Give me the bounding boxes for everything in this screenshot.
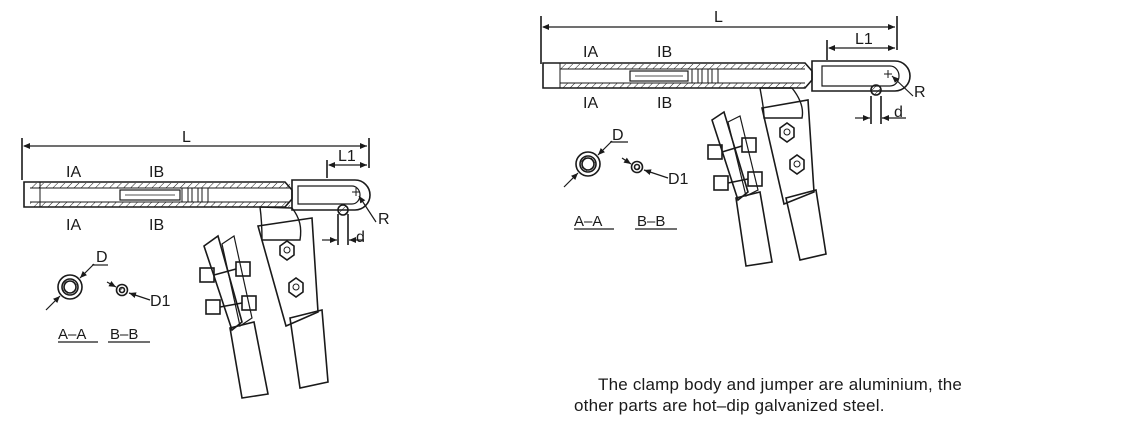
left-section-AA [45, 263, 108, 311]
right-caption-AA: A–A [574, 213, 602, 230]
right-label-R: R [914, 84, 926, 101]
left-label-D: D [96, 249, 108, 266]
material-note: The clamp body and jumper are aluminium,… [574, 374, 1094, 416]
left-clevis-eye [291, 179, 371, 216]
right-radius-leader [891, 75, 914, 97]
right-label-L1: L1 [855, 31, 873, 48]
right-dimension-L [540, 16, 898, 64]
right-label-section-B-top: IB [657, 44, 672, 61]
left-radius-leader [358, 195, 377, 223]
left-label-section-A-top: IA [66, 164, 81, 181]
left-label-d: d [356, 229, 365, 246]
left-clamp-body [23, 181, 293, 208]
left-dimension-d [322, 214, 364, 245]
left-caption-AA: A–A [58, 326, 86, 343]
right-caption-BB: B–B [637, 213, 665, 230]
right-label-section-A-bottom: IA [583, 95, 598, 112]
right-label-D: D [612, 127, 624, 144]
right-clevis-eye [811, 60, 911, 96]
right-section-BB [621, 157, 669, 179]
right-clamp-drawing [540, 16, 914, 267]
right-label-D1: D1 [668, 171, 689, 188]
left-label-L1: L1 [338, 148, 356, 165]
right-label-section-A-top: IA [583, 44, 598, 61]
left-label-section-B-bottom: IB [149, 217, 164, 234]
right-clamp-body [542, 62, 813, 89]
left-clamp-drawing [21, 138, 377, 399]
right-section-AA [563, 140, 628, 188]
right-label-section-B-bottom: IB [657, 95, 672, 112]
right-label-d: d [894, 104, 903, 121]
right-label-L: L [714, 9, 723, 26]
left-caption-BB: B–B [110, 326, 138, 343]
material-note-line-1: The clamp body and jumper are aluminium,… [598, 375, 963, 394]
right-dimension-L1 [826, 40, 895, 60]
material-note-line-2: other parts are hot–dip galvanized steel… [574, 396, 885, 415]
left-label-D1: D1 [150, 293, 171, 310]
right-dimension-d [855, 96, 906, 124]
left-dimension-L [21, 138, 370, 180]
left-label-L: L [182, 129, 191, 146]
left-label-section-A-bottom: IA [66, 217, 81, 234]
left-section-BB [106, 280, 151, 301]
left-dimension-L1 [326, 160, 367, 178]
right-jumper-assembly [707, 87, 827, 267]
left-jumper-assembly [199, 206, 329, 399]
left-label-R: R [378, 211, 390, 228]
left-label-section-B-top: IB [149, 164, 164, 181]
